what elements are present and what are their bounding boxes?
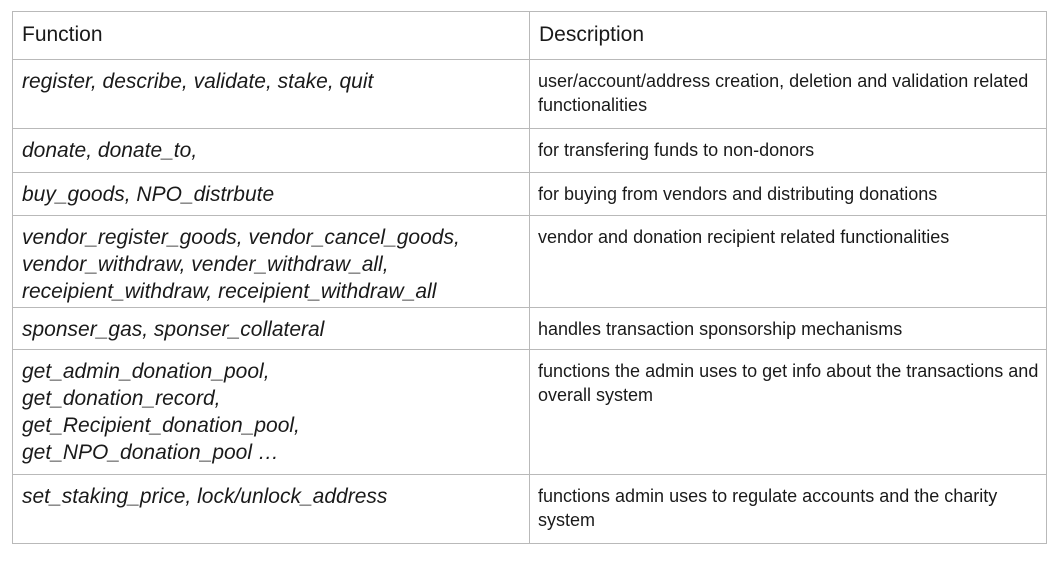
description-cell: for buying from vendors and distributing… — [529, 172, 1047, 216]
description-cell: handles transaction sponsorship mechanis… — [529, 307, 1047, 350]
column-header-function: Function — [12, 11, 530, 60]
column-header-description: Description — [529, 11, 1047, 60]
function-cell: vendor_register_goods, vendor_cancel_goo… — [12, 215, 530, 308]
table-header-row: Function Description — [12, 11, 1047, 60]
function-cell: donate, donate_to, — [12, 128, 530, 173]
table-row: register, describe, validate, stake, qui… — [12, 59, 1047, 129]
description-cell: for transfering funds to non-donors — [529, 128, 1047, 173]
description-cell: functions admin uses to regulate account… — [529, 474, 1047, 544]
function-cell: register, describe, validate, stake, qui… — [12, 59, 530, 129]
function-cell: get_admin_donation_pool, get_donation_re… — [12, 349, 530, 475]
description-cell: functions the admin uses to get info abo… — [529, 349, 1047, 475]
functions-table: Function Description register, describe,… — [12, 11, 1047, 544]
table-row: vendor_register_goods, vendor_cancel_goo… — [12, 215, 1047, 308]
table-row: get_admin_donation_pool, get_donation_re… — [12, 349, 1047, 475]
description-cell: vendor and donation recipient related fu… — [529, 215, 1047, 308]
function-cell: buy_goods, NPO_distrbute — [12, 172, 530, 216]
description-cell: user/account/address creation, deletion … — [529, 59, 1047, 129]
table-row: sponser_gas, sponser_collateral handles … — [12, 307, 1047, 350]
table-row: donate, donate_to, for transfering funds… — [12, 128, 1047, 173]
function-cell: sponser_gas, sponser_collateral — [12, 307, 530, 350]
function-cell: set_staking_price, lock/unlock_address — [12, 474, 530, 544]
table-row: buy_goods, NPO_distrbute for buying from… — [12, 172, 1047, 216]
table-row: set_staking_price, lock/unlock_address f… — [12, 474, 1047, 544]
